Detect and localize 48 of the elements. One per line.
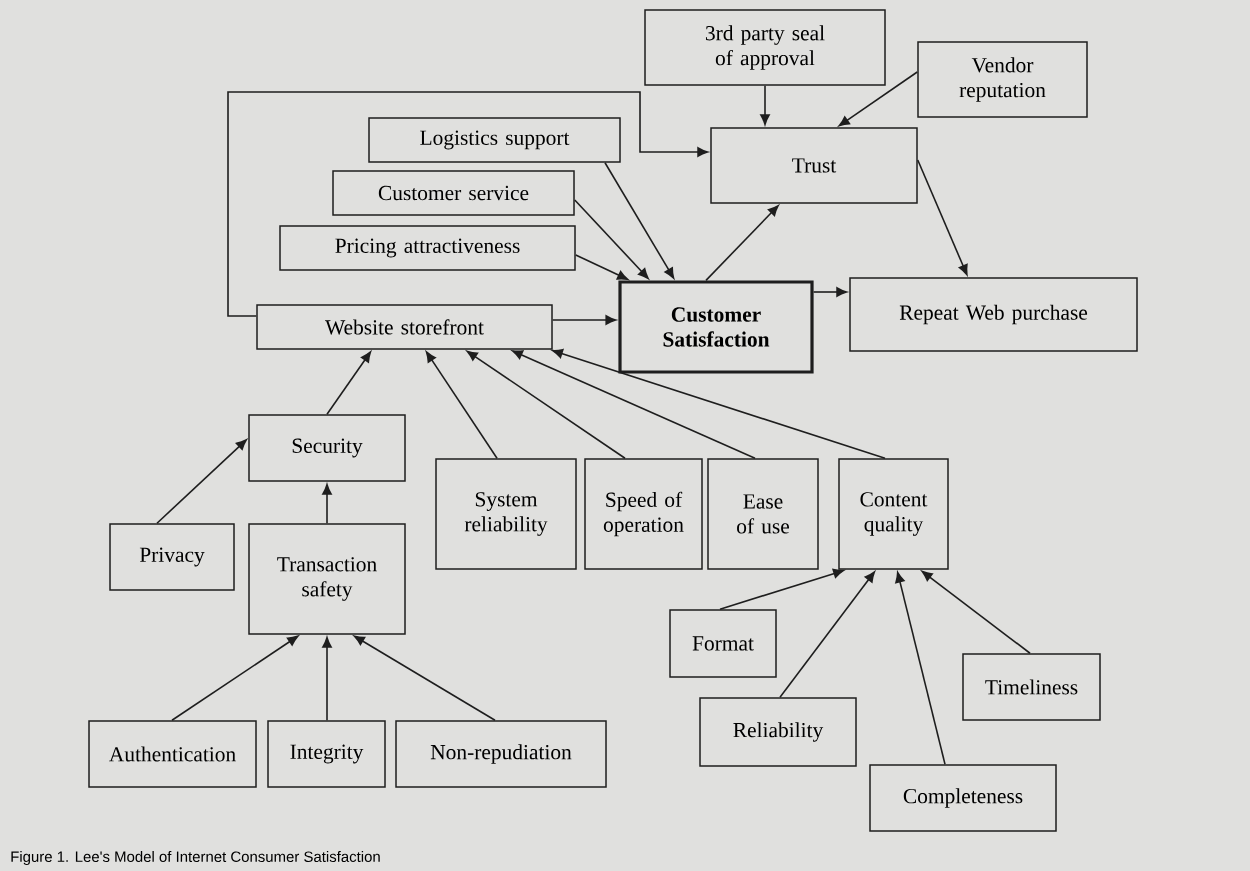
- arrow: [760, 84, 770, 126]
- arrow: [573, 199, 649, 280]
- figure-caption: Figure 1. Lee's Model of Internet Consumer Satisfaction: [11, 851, 380, 865]
- arrow: [227, 91, 709, 317]
- arrow: [574, 254, 629, 280]
- concept-box: Security: [248, 414, 406, 482]
- concept-box: Integrity: [267, 720, 386, 788]
- arrow: [326, 351, 372, 416]
- arrow: [322, 636, 332, 722]
- arrow: [719, 568, 844, 611]
- arrow: [353, 635, 496, 722]
- concept-box: System reliability: [435, 458, 577, 570]
- concept-box: Trust: [710, 127, 918, 204]
- concept-box: Website storefront: [256, 304, 553, 350]
- concept-box: Timeliness: [962, 653, 1101, 721]
- concept-box: Non-repudiation: [395, 720, 607, 788]
- concept-box: Privacy: [109, 523, 235, 591]
- concept-box: Logistics support: [368, 117, 621, 163]
- arrow: [171, 635, 299, 722]
- arrow: [779, 571, 876, 699]
- arrow: [425, 351, 498, 460]
- concept-box: Pricing attractiveness: [279, 225, 576, 271]
- arrow: [466, 350, 626, 460]
- arrow: [838, 71, 919, 127]
- arrow: [705, 205, 779, 282]
- concept-box: Ease of use: [707, 458, 819, 570]
- concept-box: Speed of operation: [584, 458, 703, 570]
- concept-box: Format: [669, 609, 777, 678]
- arrow: [552, 348, 886, 460]
- arrow: [812, 287, 848, 297]
- arrow: [921, 570, 1031, 655]
- arrow: [511, 350, 756, 460]
- concept-box: Repeat Web purchase: [849, 277, 1138, 352]
- concept-box: Reliability: [699, 697, 857, 767]
- concept-box: Transaction safety: [248, 523, 406, 635]
- arrow: [156, 439, 247, 525]
- concept-box: Vendor reputation: [917, 41, 1088, 118]
- arrow: [551, 315, 617, 325]
- concept-box: 3rd party seal of approval: [644, 9, 886, 86]
- concept-box: Content quality: [838, 458, 949, 570]
- central-box: Customer Satisfaction: [618, 280, 814, 374]
- arrow: [604, 161, 675, 279]
- concept-box: Completeness: [869, 764, 1057, 832]
- concept-box: Authentication: [88, 720, 257, 788]
- arrow: [916, 159, 968, 276]
- concept-box: Customer service: [332, 170, 575, 216]
- arrow: [322, 483, 332, 525]
- arrow: [895, 571, 946, 766]
